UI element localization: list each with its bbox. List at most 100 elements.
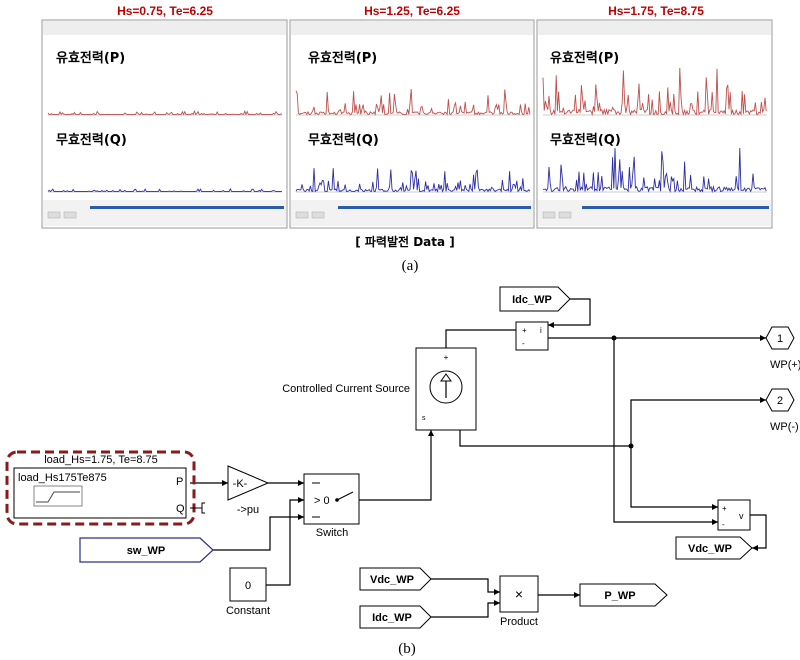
product-block[interactable]: × Product	[499, 575, 539, 628]
constant-label: Constant	[226, 605, 270, 617]
wire-plus-voltage	[613, 338, 718, 523]
voltage-meas-plus: +	[722, 504, 727, 513]
gain-block[interactable]: -K- ->pu	[227, 465, 270, 516]
arrowhead	[548, 322, 554, 328]
panel-3-button[interactable]	[558, 211, 572, 219]
arrowhead	[574, 592, 580, 598]
current-meas-minus: -	[522, 339, 525, 348]
p-tag-shape[interactable]	[579, 583, 668, 607]
load-title: load_Hs=1.75, Te=8.75	[44, 454, 158, 466]
load-block-label: load_Hs175Te875	[18, 472, 107, 484]
ccs-label: Controlled Current Source	[282, 383, 410, 395]
constant-block[interactable]: 0 Constant	[226, 567, 270, 617]
panel-1-statusbar	[43, 200, 286, 226]
gain-value: -K-	[233, 478, 248, 490]
arrowhead	[222, 480, 228, 486]
panel-2-button[interactable]	[295, 211, 309, 219]
terminator-icon	[201, 502, 205, 514]
panel-2-button[interactable]	[311, 211, 325, 219]
idc-from-label: Idc_WP	[372, 612, 412, 624]
idc-goto-tag[interactable]: Idc_WP	[499, 286, 571, 312]
idc-tag-shape[interactable]	[499, 286, 571, 312]
current-meas-i: i	[540, 326, 542, 335]
panel-1-p-series	[47, 109, 283, 116]
controlled-current-source[interactable]: + s Controlled Current Source	[282, 347, 477, 431]
wire-idc-product	[431, 602, 500, 618]
out-port-2-shape[interactable]	[765, 388, 795, 412]
idc-from-tag[interactable]: Idc_WP	[359, 605, 432, 629]
arrowhead	[428, 430, 434, 436]
wires	[190, 298, 767, 618]
out-port-1[interactable]: 1 WP(+)	[765, 326, 800, 371]
gain-triangle[interactable]	[227, 465, 270, 501]
panel-1-p-label: 유효전력(P)	[56, 50, 125, 66]
vdc-goto-tag[interactable]: Vdc_WP	[675, 536, 753, 560]
arrowhead	[712, 519, 718, 525]
wire-current-idc	[548, 298, 591, 326]
panel-1-button[interactable]	[63, 211, 77, 219]
wire-vdc-product	[431, 578, 500, 593]
arrowhead	[298, 480, 304, 486]
panel-1-q-label: 무효전력(Q)	[56, 132, 127, 148]
switch-block[interactable]: > 0 Switch	[303, 473, 360, 539]
panel-3: Hs=1.75, Te=8.75 유효전력(P) 무효전력(Q)	[536, 4, 773, 229]
vdc-from-shape[interactable]	[359, 567, 432, 591]
out-port-2[interactable]: 2 WP(-)	[765, 388, 799, 433]
arrowhead	[494, 600, 500, 606]
p-goto-tag[interactable]: P_WP	[579, 583, 668, 607]
arrowhead	[298, 497, 304, 503]
panel-1-button[interactable]	[47, 211, 61, 219]
switch-box[interactable]	[303, 473, 360, 525]
out-port-2-num: 2	[777, 395, 783, 407]
arrowheads	[222, 322, 766, 606]
data-caption: [ 파력발전 Data ]	[355, 234, 455, 249]
constant-box[interactable]	[229, 567, 267, 602]
panel-3-button[interactable]	[542, 211, 556, 219]
wire-switch-ccs	[359, 430, 432, 501]
switch-pivot	[335, 498, 339, 502]
panel-3-statusbar	[538, 200, 771, 226]
current-measurement[interactable]: + i -	[515, 321, 549, 351]
arrowhead	[752, 545, 758, 551]
out-port-2-label: WP(-)	[770, 421, 799, 433]
out-port-1-label: WP(+)	[770, 359, 800, 371]
product-box[interactable]	[499, 575, 539, 613]
panel-2-p-label: 유효전력(P)	[308, 50, 377, 66]
arrowhead	[712, 504, 718, 510]
panel-1: Hs=0.75, Te=6.25 유효전력(P) 무효전력(Q)	[41, 4, 288, 229]
signal-icon-trace	[36, 491, 80, 503]
voltage-meas-minus: -	[722, 520, 725, 529]
panel-1-title: Hs=0.75, Te=6.25	[117, 4, 213, 18]
voltage-meas-v: v	[739, 511, 744, 521]
sw-from-tag[interactable]: sw_WP	[79, 537, 214, 563]
arrowhead	[298, 514, 304, 520]
port-p: P	[176, 476, 183, 488]
panel-2-p-series	[295, 89, 531, 116]
wire-voltage-vdc	[750, 514, 767, 549]
sw-tag-label: sw_WP	[127, 545, 166, 557]
load-subsystem[interactable]: load_Hs=1.75, Te=8.75 load_Hs175Te875 P …	[5, 450, 205, 526]
panel-1-progress-bar	[90, 206, 284, 209]
panel-3-window	[536, 19, 773, 229]
wire-minus-voltage	[630, 446, 718, 508]
voltage-measurement[interactable]: + v -	[717, 499, 751, 531]
idc-from-shape[interactable]	[359, 605, 432, 629]
panel-3-title: Hs=1.75, Te=8.75	[608, 4, 704, 18]
panel-1-q-series	[47, 187, 282, 193]
panel-2: Hs=1.25, Te=6.25 유효전력(P) 무효전력(Q)	[289, 4, 535, 229]
panel-3-toolbar	[538, 21, 771, 35]
current-meas-box[interactable]	[515, 321, 549, 351]
panel-3-q-series	[543, 147, 767, 194]
voltage-meas-box[interactable]	[717, 499, 751, 531]
panel-3-p-label: 유효전력(P)	[550, 50, 619, 66]
arrowhead	[760, 397, 766, 403]
vdc-from-tag[interactable]: Vdc_WP	[359, 567, 432, 591]
sw-tag-shape[interactable]	[79, 537, 214, 563]
out-port-1-shape[interactable]	[765, 326, 795, 350]
current-meas-plus: +	[522, 326, 527, 335]
port-q: Q	[176, 503, 185, 515]
wire-ccs-top	[445, 329, 516, 355]
panel-2-toolbar	[291, 21, 533, 35]
vdc-tag-shape[interactable]	[675, 536, 753, 560]
panel-2-q-label: 무효전력(Q)	[308, 132, 379, 148]
